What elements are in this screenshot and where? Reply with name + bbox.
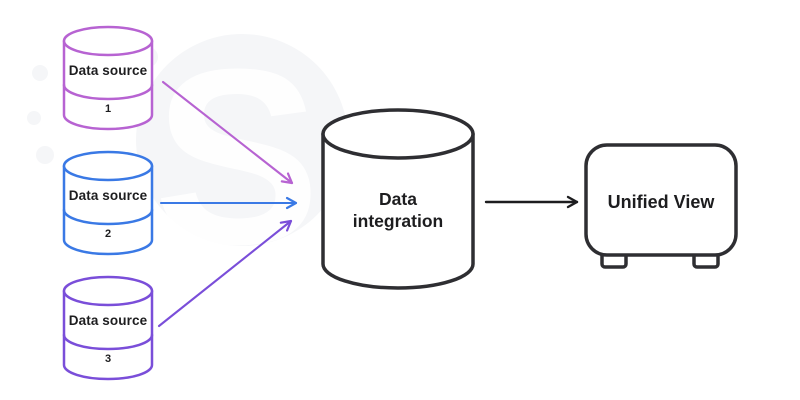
data-source-1-node: Data source 1	[62, 25, 154, 131]
data-source-1-number: 1	[105, 103, 111, 115]
cylinder-body	[62, 39, 154, 131]
cylinder-body	[321, 132, 475, 290]
connectors	[157, 80, 579, 328]
data-integration-label-line2: integration	[353, 211, 443, 231]
data-source-3-label: Data source	[69, 313, 148, 328]
data-source-3-number: 3	[105, 353, 111, 365]
cylinder-band	[62, 208, 154, 226]
arrow-source1-to-integration	[161, 80, 294, 185]
cylinder-band	[62, 333, 154, 351]
watermark-circle	[136, 34, 348, 246]
data-source-2-label: Data source	[69, 188, 148, 203]
unified-view-node: Unified View	[584, 143, 738, 269]
data-source-2-node: Data source 2	[62, 150, 154, 256]
data-source-2-number: 2	[105, 228, 111, 240]
data-source-3-node: Data source 3	[62, 275, 154, 381]
data-source-1-label: Data source	[69, 63, 148, 78]
watermark-letter: S	[154, 17, 321, 296]
cylinder-body	[62, 164, 154, 256]
cylinder-band	[62, 83, 154, 101]
arrow-source3-to-integration	[157, 219, 293, 328]
data-integration-node: Data integration	[321, 108, 475, 290]
background-dot	[27, 111, 41, 125]
cylinder-top	[62, 275, 154, 307]
cylinder-body	[62, 289, 154, 381]
cylinder-top	[62, 25, 154, 57]
data-integration-label-line1: Data	[379, 189, 417, 209]
cylinder-top	[62, 150, 154, 182]
unified-view-body	[584, 143, 738, 257]
background-dot	[36, 146, 54, 164]
background-dot	[32, 65, 48, 81]
cylinder-top	[321, 108, 475, 160]
unified-view-label: Unified View	[608, 192, 716, 212]
